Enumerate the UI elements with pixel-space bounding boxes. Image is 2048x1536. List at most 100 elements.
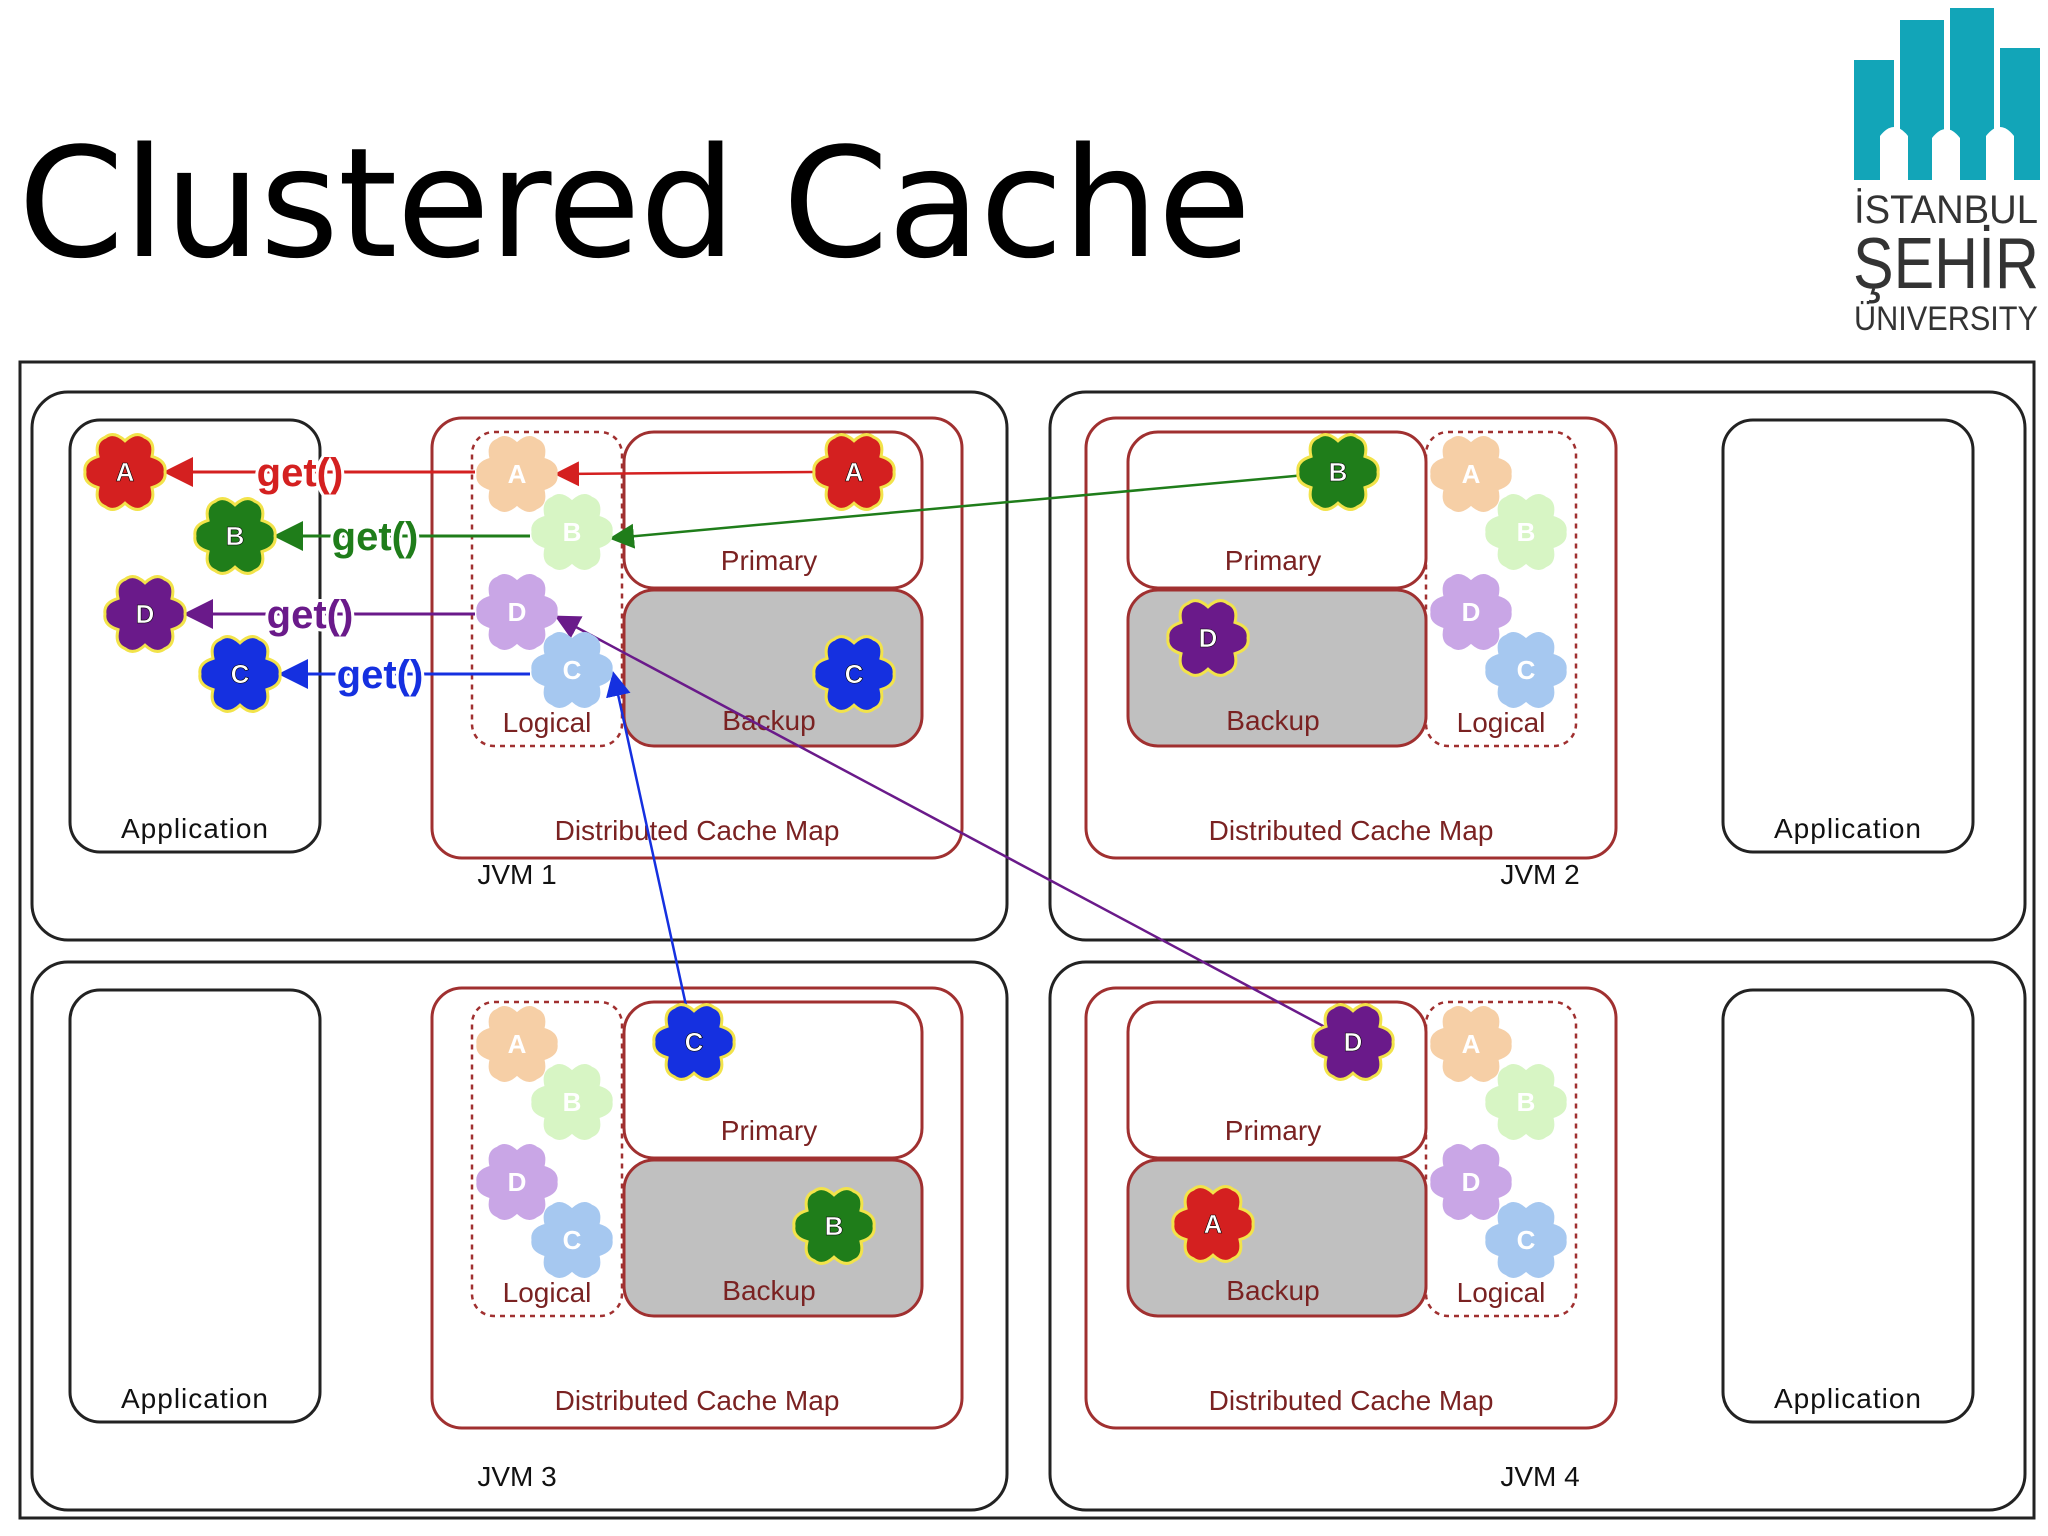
logical-blob-1-A-shape bbox=[476, 436, 558, 512]
fetch-arrow-B bbox=[609, 470, 1339, 549]
logical-blob-4-B-letter: B bbox=[1517, 1087, 1536, 1117]
logical-box-2 bbox=[1424, 430, 1578, 748]
cache-map-2 bbox=[1084, 416, 1618, 860]
logical-blob-4-D: D bbox=[1430, 1144, 1512, 1220]
cache-map-label-3: Distributed Cache Map bbox=[555, 1385, 840, 1416]
primary-blob-4-letter: D bbox=[1344, 1027, 1363, 1057]
cache-map-label-1: Distributed Cache Map bbox=[555, 815, 840, 846]
primary-blob-2-shape bbox=[1296, 433, 1380, 511]
app-blob-C-shape bbox=[198, 635, 282, 713]
application-box-2 bbox=[1721, 418, 1975, 854]
backup-blob-4: A bbox=[1171, 1185, 1255, 1263]
logical-blob-1-C-letter: C bbox=[563, 655, 582, 685]
logical-blob-4-D-letter: D bbox=[1462, 1167, 1481, 1197]
backup-blob-2-shape bbox=[1166, 599, 1250, 677]
jvm-4-box bbox=[1048, 960, 2027, 1512]
logical-blob-1-C-shape bbox=[531, 632, 613, 708]
logical-blob-1-D: D bbox=[476, 574, 558, 650]
logical-blob-1-A-letter: A bbox=[508, 459, 527, 489]
logical-blob-3-B-letter: B bbox=[563, 1087, 582, 1117]
backup-blob-4-letter: A bbox=[1204, 1209, 1223, 1239]
application-label-3: Application bbox=[121, 1383, 269, 1414]
backup-blob-3-letter: B bbox=[825, 1211, 844, 1241]
logical-blob-1-D-shape bbox=[476, 574, 558, 650]
logical-box-4 bbox=[1424, 1000, 1578, 1318]
logical-blob-3-D-letter: D bbox=[508, 1167, 527, 1197]
logical-blob-4-A-shape bbox=[1430, 1006, 1512, 1082]
app-blob-C-letter: C bbox=[231, 659, 250, 689]
logical-blob-1-C: C bbox=[531, 632, 613, 708]
application-box-1 bbox=[68, 418, 322, 854]
cache-map-4 bbox=[1084, 986, 1618, 1430]
jvm-2-label: JVM 2 bbox=[1500, 859, 1579, 890]
logical-blob-2-B: B bbox=[1485, 494, 1567, 570]
logical-blob-2-D-letter: D bbox=[1462, 597, 1481, 627]
application-label-4: Application bbox=[1774, 1383, 1922, 1414]
logical-blob-1-B-shape bbox=[531, 494, 613, 570]
get-label-C: get() bbox=[337, 653, 424, 697]
primary-blob-1-letter: A bbox=[845, 457, 864, 487]
backup-blob-1-letter: C bbox=[845, 659, 864, 689]
logical-blob-3-C: C bbox=[531, 1202, 613, 1278]
app-blob-B-shape bbox=[193, 497, 277, 575]
get-label-A: get() bbox=[257, 451, 344, 495]
cache-map-3 bbox=[430, 986, 964, 1430]
university-logo: İSTANBUL ŞEHİR ÜNIVERSITY bbox=[1853, 8, 2040, 338]
logical-blob-3-B-shape bbox=[531, 1064, 613, 1140]
application-box-3 bbox=[68, 988, 322, 1424]
app-blob-C: C bbox=[198, 635, 282, 713]
primary-label-4: Primary bbox=[1225, 1115, 1321, 1146]
fetch-arrow-C bbox=[606, 671, 696, 1043]
primary-blob-1: A bbox=[812, 433, 896, 511]
logical-blob-4-B-shape bbox=[1485, 1064, 1567, 1140]
logical-blob-2-C-shape bbox=[1485, 632, 1567, 708]
app-blob-A-letter: A bbox=[116, 457, 135, 487]
application-box-4 bbox=[1721, 988, 1975, 1424]
logical-blob-4-C-shape bbox=[1485, 1202, 1567, 1278]
jvm-1-box bbox=[30, 390, 1009, 942]
primary-blob-4: D bbox=[1311, 1003, 1395, 1081]
primary-label-2: Primary bbox=[1225, 545, 1321, 576]
app-blob-B-letter: B bbox=[226, 521, 245, 551]
logical-label-2: Logical bbox=[1457, 707, 1546, 738]
logical-blob-3-B: B bbox=[531, 1064, 613, 1140]
backup-blob-3-shape bbox=[792, 1187, 876, 1265]
app-blob-D-letter: D bbox=[136, 599, 155, 629]
logical-blob-3-A-letter: A bbox=[508, 1029, 527, 1059]
get-label-D: get() bbox=[267, 593, 354, 637]
primary-blob-3: C bbox=[652, 1003, 736, 1081]
logical-blob-4-A-letter: A bbox=[1462, 1029, 1481, 1059]
logical-blob-4-A: A bbox=[1430, 1006, 1512, 1082]
backup-blob-1-shape bbox=[812, 635, 896, 713]
logo-line2: ŞEHİR bbox=[1853, 224, 2039, 304]
app-blob-B: B bbox=[193, 497, 277, 575]
primary-blob-3-shape bbox=[652, 1003, 736, 1081]
backup-blob-3: B bbox=[792, 1187, 876, 1265]
logical-blob-2-C-letter: C bbox=[1517, 655, 1536, 685]
logical-blob-2-B-letter: B bbox=[1517, 517, 1536, 547]
primary-blob-3-letter: C bbox=[685, 1027, 704, 1057]
logical-blob-3-D: D bbox=[476, 1144, 558, 1220]
primary-blob-1-shape bbox=[812, 433, 896, 511]
fetch-arrow-A bbox=[554, 461, 815, 487]
logical-blob-2-D-shape bbox=[1430, 574, 1512, 650]
logical-label-1: Logical bbox=[503, 707, 592, 738]
arrow-layer: get()get()get()get() bbox=[163, 448, 1354, 1044]
primary-blob-2-letter: B bbox=[1329, 457, 1348, 487]
logo-line1: İSTANBUL bbox=[1854, 187, 2038, 232]
logical-blob-1-A: A bbox=[476, 436, 558, 512]
jvm-2-box bbox=[1048, 390, 2027, 942]
app-blob-A: A bbox=[83, 433, 167, 511]
backup-blob-4-shape bbox=[1171, 1185, 1255, 1263]
jvm-3-label: JVM 3 bbox=[477, 1461, 556, 1492]
logical-blob-4-B: B bbox=[1485, 1064, 1567, 1140]
primary-blob-4-shape bbox=[1311, 1003, 1395, 1081]
primary-blob-2: B bbox=[1296, 433, 1380, 511]
cache-map-label-4: Distributed Cache Map bbox=[1209, 1385, 1494, 1416]
primary-label-3: Primary bbox=[721, 1115, 817, 1146]
backup-blob-2-letter: D bbox=[1199, 623, 1218, 653]
jvm-3-box bbox=[30, 960, 1009, 1512]
logical-blob-2-D: D bbox=[1430, 574, 1512, 650]
